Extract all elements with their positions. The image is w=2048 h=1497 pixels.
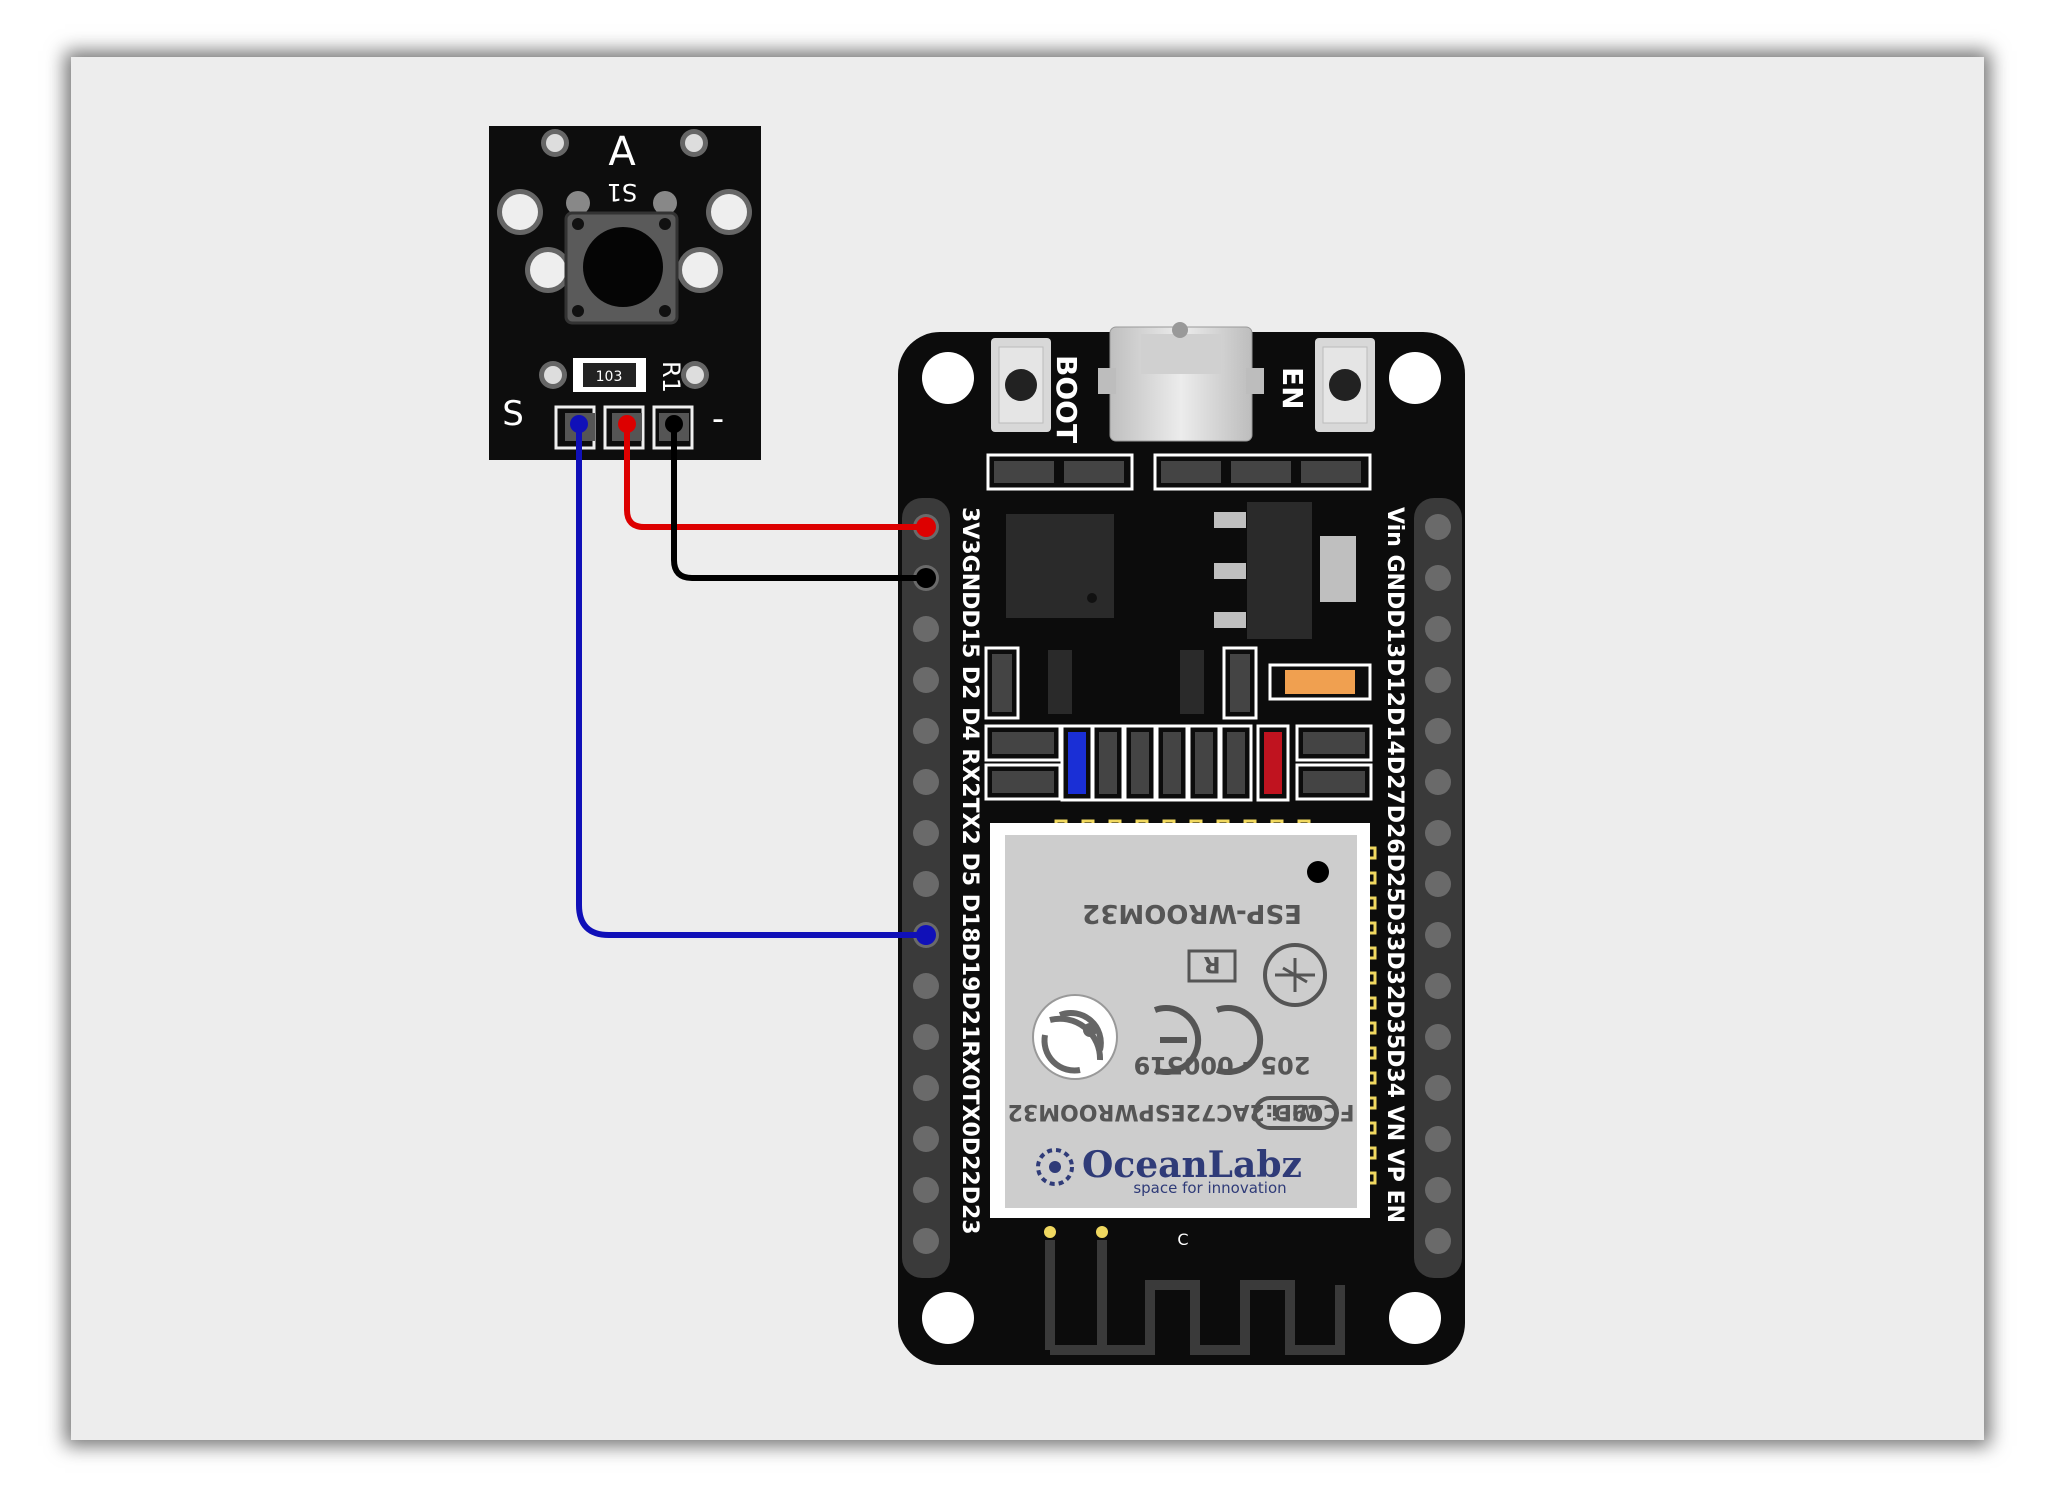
wire-end-3v3: [916, 517, 936, 537]
switch-label: S1: [607, 178, 638, 206]
right-header-pin[interactable]: [1425, 616, 1451, 642]
module-title: A: [608, 129, 636, 175]
module-model: ESP-WROOM32: [1082, 898, 1302, 928]
en-label: EN: [1276, 367, 1309, 410]
wire-end-minus: [665, 415, 683, 433]
pad-hole: [682, 252, 718, 288]
left-header-pin[interactable]: [913, 1126, 939, 1152]
left-header-pin[interactable]: [913, 667, 939, 693]
left-header-pin[interactable]: [913, 1228, 939, 1254]
switch-cap[interactable]: [583, 227, 663, 307]
left-pin-labels: 3V3GNDD15 D2 D4 RX2TX2 D5 D18D19D21RX0TX…: [957, 507, 982, 1235]
capacitor-orange: [1285, 670, 1355, 694]
usb-uart-chip: [1006, 514, 1114, 618]
r-mark-icon: [1187, 949, 1237, 983]
right-header-pin[interactable]: [1425, 1228, 1451, 1254]
mount-hole: [1389, 1292, 1441, 1344]
right-header-pin[interactable]: [1425, 1075, 1451, 1101]
led-resistor-row: [984, 724, 1373, 802]
left-header-pin[interactable]: [913, 769, 939, 795]
module-cert-number: 205 - 000519: [1134, 1051, 1311, 1079]
esp-wroom32-module: FCC9D:2AC72ESPWROOM32 205 - 000519 ESP-W…: [990, 823, 1370, 1218]
button-module[interactable]: A S1 103 R1 S -: [489, 126, 761, 460]
wire-signal-d5[interactable]: [576, 425, 926, 938]
espressif-logo-icon: [1032, 994, 1118, 1080]
led-red: [1264, 732, 1282, 794]
pad-hole: [502, 194, 538, 230]
wire-ground-gnd[interactable]: [671, 425, 926, 581]
right-header-pin[interactable]: [1425, 1024, 1451, 1050]
wire-end-plus: [618, 415, 636, 433]
right-header-pin[interactable]: [1425, 871, 1451, 897]
wire-end-gnd: [916, 568, 936, 588]
right-pin-labels: Vin GNDD13D12D14D27D26D25D33D32D35D34 VN…: [1382, 507, 1407, 1223]
smd-components-top: [986, 453, 1372, 491]
wire-power-3v3[interactable]: [624, 425, 926, 530]
mount-hole: [922, 1292, 974, 1344]
left-header-pin[interactable]: [913, 973, 939, 999]
right-header-pin[interactable]: [1425, 565, 1451, 591]
pad-hole: [711, 194, 747, 230]
telec-icon: [1263, 943, 1327, 1007]
wire-end-d5: [916, 925, 936, 945]
right-header-pin[interactable]: [1425, 922, 1451, 948]
right-header-pin[interactable]: [1425, 1177, 1451, 1203]
right-header-pin[interactable]: [1425, 820, 1451, 846]
svg-text:WiFi: WiFi: [1271, 1100, 1320, 1124]
module-fcc-id: FCC9D:2AC72ESPWROOM32: [1008, 1099, 1355, 1124]
mount-hole: [922, 352, 974, 404]
pad-hole: [530, 252, 566, 288]
pin-label-s: S: [502, 394, 524, 434]
ce-mark-icon: [1153, 1005, 1264, 1075]
oceanlabz-logo-icon: [1036, 1148, 1074, 1186]
antenna-mark: C: [1177, 1230, 1188, 1249]
left-header-pin[interactable]: [913, 718, 939, 744]
brand-name: OceanLabz: [1082, 1144, 1302, 1186]
esp32-board[interactable]: BOOT EN: [898, 322, 1465, 1365]
left-header-pin[interactable]: [913, 1075, 939, 1101]
right-header-pin[interactable]: [1425, 667, 1451, 693]
svg-text:R: R: [1203, 951, 1220, 976]
wifi-logo-icon: WiFi: [1253, 1096, 1339, 1130]
right-header-pin[interactable]: [1425, 514, 1451, 540]
wires[interactable]: [570, 415, 936, 945]
right-header-pin[interactable]: [1425, 1126, 1451, 1152]
wire-end-s: [570, 415, 588, 433]
right-header-pin[interactable]: [1425, 973, 1451, 999]
resistor-value: 103: [596, 369, 623, 385]
voltage-regulator: [1214, 502, 1356, 639]
smd-components-mid: [984, 646, 1372, 720]
left-header-pin[interactable]: [913, 820, 939, 846]
left-header-pin[interactable]: [913, 1177, 939, 1203]
pin-label-minus: -: [712, 399, 724, 439]
left-header-pin[interactable]: [913, 1024, 939, 1050]
led-blue: [1068, 732, 1086, 794]
resistor-label: R1: [657, 361, 685, 393]
right-header-pin[interactable]: [1425, 718, 1451, 744]
left-header-pin[interactable]: [913, 616, 939, 642]
left-header-pin[interactable]: [913, 871, 939, 897]
brand-tagline: space for innovation: [1133, 1179, 1286, 1197]
pcb-antenna: C: [1044, 1226, 1345, 1355]
boot-label: BOOT: [1050, 355, 1083, 443]
right-header-pin[interactable]: [1425, 769, 1451, 795]
mount-hole: [1389, 352, 1441, 404]
